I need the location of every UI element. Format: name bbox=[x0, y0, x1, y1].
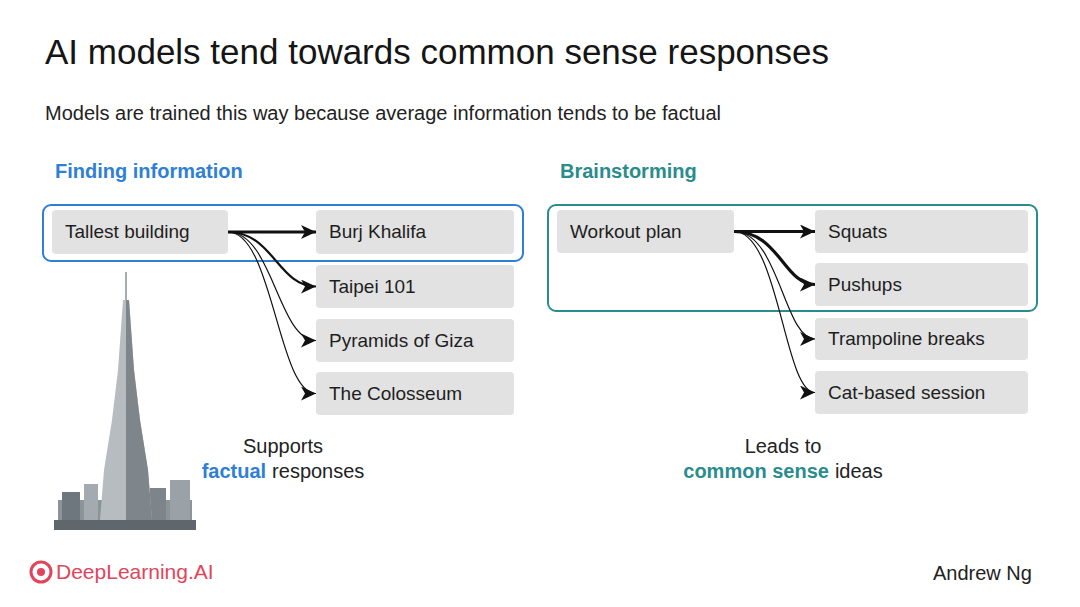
arrow-connector bbox=[734, 232, 815, 340]
note-text: responses bbox=[272, 460, 364, 482]
brand-name: DeepLearning.AI bbox=[56, 560, 214, 584]
box-text: Taipei 101 bbox=[329, 276, 416, 298]
box-text: Pyramids of Giza bbox=[329, 330, 474, 352]
process-box: Taipei 101 bbox=[316, 265, 514, 308]
arrow-connector bbox=[228, 232, 316, 394]
box-text: Tallest building bbox=[65, 221, 190, 243]
process-box: Pushups bbox=[815, 263, 1028, 306]
process-box: Trampoline breaks bbox=[815, 318, 1028, 360]
note-text: Leads to bbox=[745, 435, 822, 457]
arrow-connector bbox=[228, 232, 316, 287]
note-text: Supports bbox=[243, 435, 323, 457]
group-outline: BrainstormingWorkout planSquatsPushups bbox=[547, 204, 1038, 312]
box-text: Cat-based session bbox=[828, 382, 985, 404]
note-line: Leads to bbox=[668, 434, 898, 459]
process-box: Workout plan bbox=[557, 210, 734, 253]
group-heading: Finding information bbox=[55, 160, 243, 183]
process-box: Squats bbox=[815, 210, 1028, 253]
process-box: Burj Khalifa bbox=[316, 210, 514, 254]
deeplearning-logo bbox=[31, 562, 51, 582]
box-text: The Colosseum bbox=[329, 383, 462, 405]
author-name: Andrew Ng bbox=[933, 562, 1032, 585]
process-box: Cat-based session bbox=[815, 371, 1028, 414]
process-box: Tallest building bbox=[52, 210, 228, 254]
note-emphasis: common sense bbox=[683, 460, 829, 482]
subtitle: Models are trained this way because aver… bbox=[45, 102, 721, 125]
note-text: ideas bbox=[835, 460, 883, 482]
box-text: Squats bbox=[828, 221, 887, 243]
note-line: factual responses bbox=[168, 459, 398, 484]
box-text: Burj Khalifa bbox=[329, 221, 426, 243]
box-text: Trampoline breaks bbox=[828, 328, 985, 350]
arrow-connector bbox=[734, 230, 815, 233]
arrow-connector bbox=[734, 232, 815, 393]
box-text: Pushups bbox=[828, 274, 902, 296]
group-outline: Finding informationTallest buildingBurj … bbox=[42, 204, 524, 262]
note-group: Leads to common sense ideas bbox=[668, 434, 898, 484]
burj-khalifa-illustration bbox=[54, 272, 196, 530]
group-heading: Brainstorming bbox=[560, 160, 697, 183]
note-group: Supports factual responses bbox=[168, 434, 398, 484]
note-emphasis: factual bbox=[202, 460, 266, 482]
note-line: common sense ideas bbox=[668, 459, 898, 484]
arrow-connector bbox=[228, 230, 316, 233]
arrow-connector bbox=[228, 232, 316, 341]
box-text: Workout plan bbox=[570, 221, 682, 243]
process-box: The Colosseum bbox=[316, 372, 514, 415]
arrow-connector bbox=[734, 232, 815, 285]
process-box: Pyramids of Giza bbox=[316, 319, 514, 362]
note-line: Supports bbox=[168, 434, 398, 459]
title: AI models tend towards common sense resp… bbox=[45, 32, 829, 72]
